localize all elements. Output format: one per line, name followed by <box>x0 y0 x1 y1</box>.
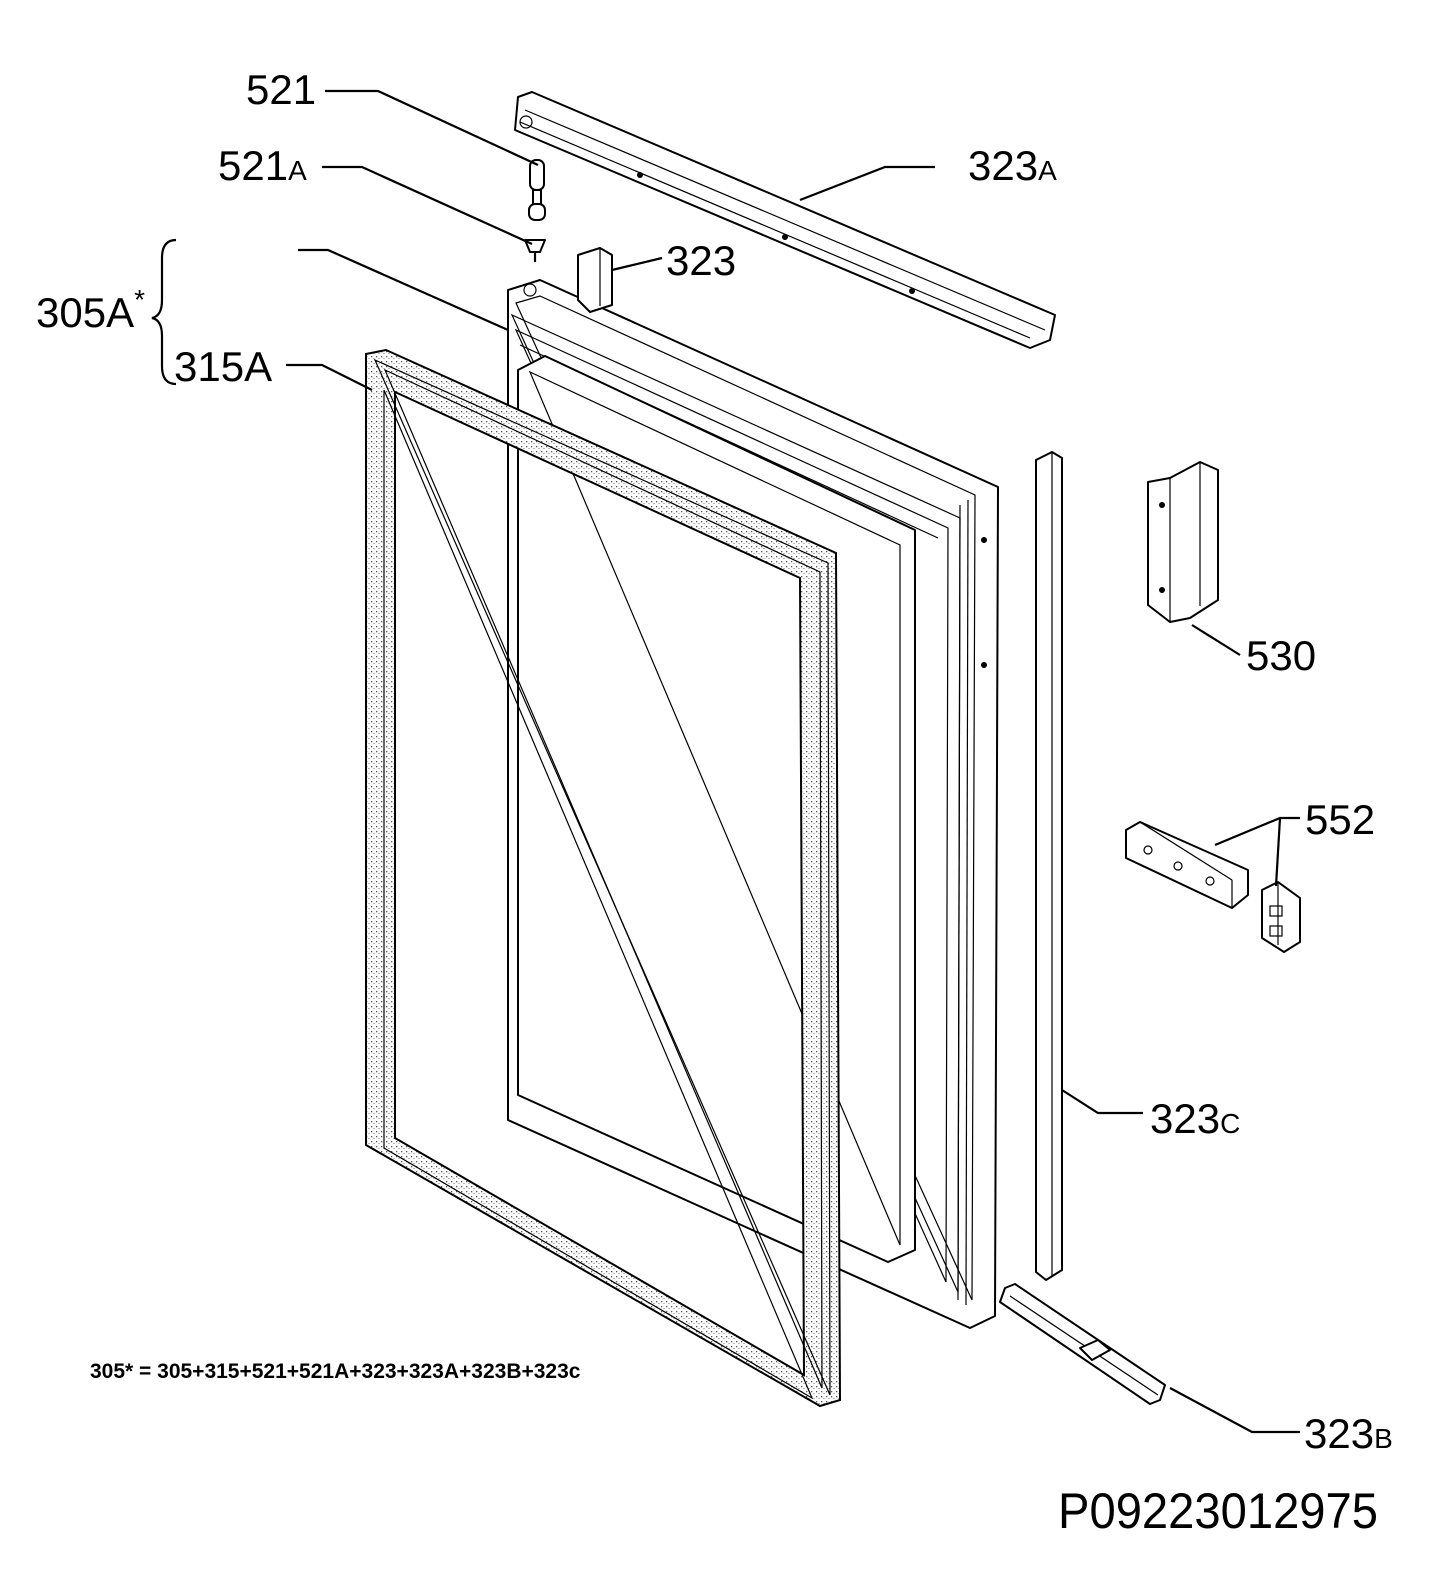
leader-lines <box>151 89 1300 1434</box>
label-323c: 323C <box>1150 1095 1240 1142</box>
label-530: 530 <box>1246 632 1316 679</box>
bottom-trim-rail-part <box>999 1283 1166 1405</box>
assembly-footnote: 305* = 305+315+521+521A+323+323A+323B+32… <box>90 1360 581 1383</box>
label-552: 552 <box>1305 796 1375 843</box>
label-323: 323 <box>666 237 736 284</box>
hinge-plate-part <box>1125 821 1249 909</box>
label-323a: 323A <box>968 142 1057 189</box>
label-521a: 521A <box>218 142 307 189</box>
small-trim-part <box>577 247 613 313</box>
label-323b: 323B <box>1304 1410 1393 1457</box>
hinge-bracket-part <box>1261 881 1301 953</box>
hinge-pin-part <box>528 159 546 221</box>
door-gasket-part <box>365 348 842 1408</box>
handle-part <box>1147 461 1219 623</box>
label-305a: 305A* <box>36 284 145 336</box>
top-trim-rail-part <box>514 91 1056 349</box>
label-315a: 315A <box>174 343 272 390</box>
drawing-code: P09223012975 <box>1058 1483 1378 1539</box>
label-521: 521 <box>246 66 316 113</box>
side-trim-strip-part <box>1035 451 1063 1281</box>
